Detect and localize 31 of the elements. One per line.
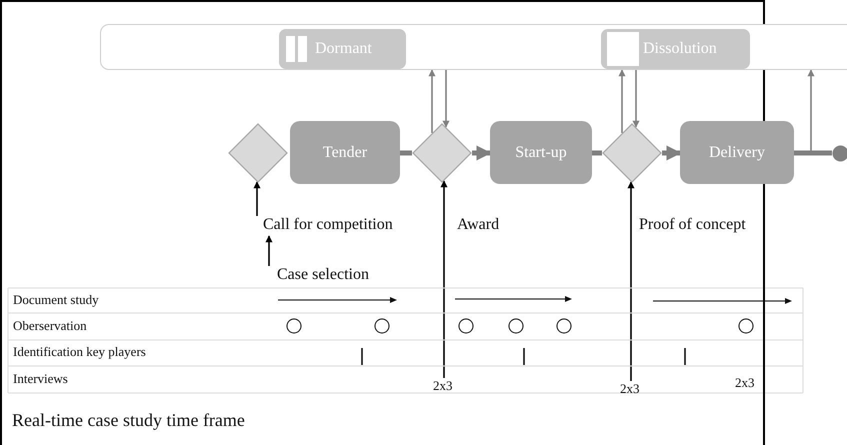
phase-box xyxy=(601,29,750,69)
edge-label: Proof of concept xyxy=(639,216,746,234)
milestone-text: Case selection xyxy=(277,266,387,286)
row-label: Identification key players xyxy=(13,344,146,360)
phase-band xyxy=(100,24,847,70)
arrow xyxy=(254,181,260,216)
arrow xyxy=(808,69,814,153)
decision-diamond xyxy=(602,123,662,183)
count-label: 2x3 xyxy=(735,375,754,391)
process-box: Tender xyxy=(290,121,400,184)
milestone-text: Call for competition xyxy=(263,216,413,236)
row-label: Document study xyxy=(13,292,99,308)
row-label: Interviews xyxy=(13,371,68,387)
count-label: 2x3 xyxy=(620,381,642,396)
thick-arrow xyxy=(472,146,492,160)
arrow xyxy=(440,180,448,378)
count-label: 2x3 xyxy=(433,378,455,393)
arrow xyxy=(442,70,450,128)
footer-text: Real-time case study time frame xyxy=(12,410,245,431)
arrow xyxy=(632,70,640,128)
arrow xyxy=(618,69,626,133)
arrow xyxy=(428,69,436,133)
decision-diamond xyxy=(412,123,472,183)
process-box: Delivery xyxy=(680,121,794,184)
decision-diamond xyxy=(228,123,288,183)
phase-box xyxy=(279,29,406,69)
arrow xyxy=(266,235,272,266)
thick-arrow xyxy=(662,146,682,160)
process-box: Start-up xyxy=(490,121,592,184)
row-label: Oberservation xyxy=(13,318,87,334)
arrow xyxy=(628,181,634,381)
